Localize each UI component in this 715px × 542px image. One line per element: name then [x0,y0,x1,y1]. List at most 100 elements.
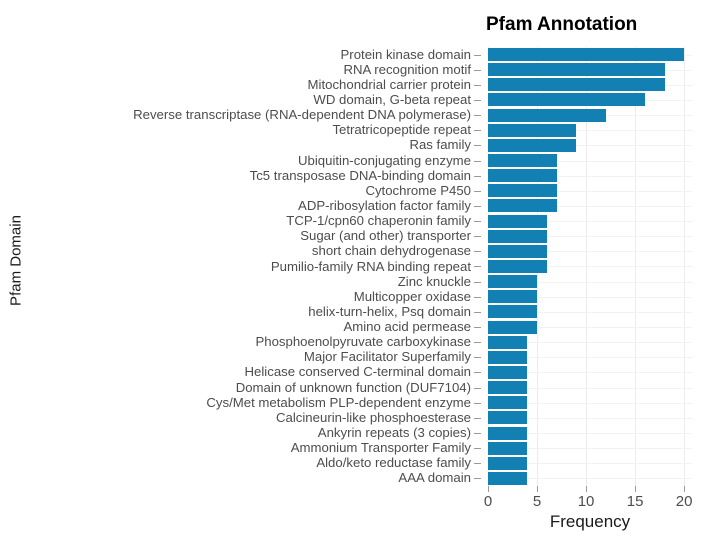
y-tick-mark [474,448,481,449]
y-tick-label: Ras family [409,137,471,153]
y-tick-mark [474,115,481,116]
gridline-horizontal-27 [488,463,692,464]
bar [488,108,606,122]
y-tick-label: Amino acid permease [343,319,471,335]
y-tick-mark [474,463,481,464]
bar [488,305,538,319]
y-tick-label: RNA recognition motif [343,61,471,77]
bar [488,123,577,137]
y-tick-mark [474,372,481,373]
gridline-horizontal-23 [488,403,692,404]
bar [488,350,528,364]
bar [488,320,538,334]
bar [488,154,557,168]
bar [488,335,528,349]
bar [488,290,538,304]
gridline-horizontal-6 [488,145,692,146]
y-tick-mark [474,388,481,389]
bar [488,138,577,152]
y-tick-label: Ankyrin repeats (3 copies) [317,425,471,441]
y-tick-mark [474,418,481,419]
bar [488,441,528,455]
y-tick-label: TCP-1/cpn60 chaperonin family [286,213,471,229]
x-tick-label: 20 [675,493,693,510]
bar [488,169,557,183]
y-tick-label: Ubiquitin-conjugating enzyme [297,152,471,168]
y-tick-mark [474,433,481,434]
y-tick-label: Calcineurin-like phosphoesterase [276,409,471,425]
x-tick-label: 0 [483,493,493,510]
bar [488,456,528,470]
bar [488,199,557,213]
bar [488,184,557,198]
y-tick-mark [474,191,481,192]
gridline-horizontal-13 [488,251,692,252]
bars-layer [488,47,692,486]
gridline-horizontal-21 [488,372,692,373]
y-tick-mark [474,478,481,479]
y-tick-mark [474,403,481,404]
bar [488,426,528,440]
bar [488,260,547,273]
y-tick-label: AAA domain [398,470,471,486]
y-tick-label: Domain of unknown function (DUF7104) [235,379,471,395]
chart-title: Pfam Annotation [486,14,638,35]
bar [488,381,528,395]
gridline-horizontal-25 [488,433,692,434]
y-tick-label: Protein kinase domain [340,46,471,62]
y-tick-label: Cytochrome P450 [365,182,471,198]
gridline-horizontal-5 [488,130,692,131]
bar [488,63,665,77]
plot-panel [488,47,692,486]
y-tick-mark [474,176,481,177]
gridline-horizontal-15 [488,282,692,283]
gridline-horizontal-12 [488,236,692,237]
y-tick-mark [474,297,481,298]
x-tick-mark [488,486,489,492]
gridline-horizontal-24 [488,418,692,419]
bar [488,229,547,243]
y-tick-mark [474,55,481,56]
bar [488,411,528,425]
y-tick-label: Cys/Met metabolism PLP-dependent enzyme [206,394,471,410]
y-tick-label: Mitochondrial carrier protein [307,76,471,92]
gridline-horizontal-28 [488,478,692,479]
gridline-horizontal-20 [488,357,692,358]
y-tick-label: Reverse transcriptase (RNA-dependent DNA… [133,107,471,123]
gridline-horizontal-8 [488,176,692,177]
x-tick-label: 5 [532,493,542,510]
y-tick-mark [474,145,481,146]
bar [488,396,528,410]
y-tick-mark [474,236,481,237]
y-tick-mark [474,266,481,267]
x-tick-label: 15 [626,493,644,510]
bar [488,471,528,485]
y-tick-label: Helicase conserved C-terminal domain [244,364,471,380]
bar [488,214,547,228]
y-tick-label: Zinc knuckle [397,273,471,289]
gridline-horizontal-7 [488,161,692,162]
gridline-horizontal-16 [488,297,692,298]
y-tick-mark [474,342,481,343]
y-tick-label: Tetratricopeptide repeat [332,122,471,138]
y-tick-label: short chain dehydrogenase [311,243,471,259]
y-tick-mark [474,312,481,313]
y-tick-mark [474,282,481,283]
x-tick-mark [635,486,637,492]
y-tick-mark [474,327,481,328]
x-tick-mark [586,486,588,492]
y-tick-mark [474,221,481,222]
y-tick-label: Aldo/keto reductase family [316,455,471,471]
y-tick-mark [474,206,481,207]
bar [488,78,665,92]
y-tick-mark [474,357,481,358]
bar [488,244,547,258]
x-tick-mark [684,486,686,492]
y-tick-label: Major Facilitator Superfamily [303,349,471,365]
gridline-horizontal-14 [488,266,692,267]
y-tick-label: Phosphoenolpyruvate carboxykinase [255,334,471,350]
y-tick-mark [474,70,481,71]
